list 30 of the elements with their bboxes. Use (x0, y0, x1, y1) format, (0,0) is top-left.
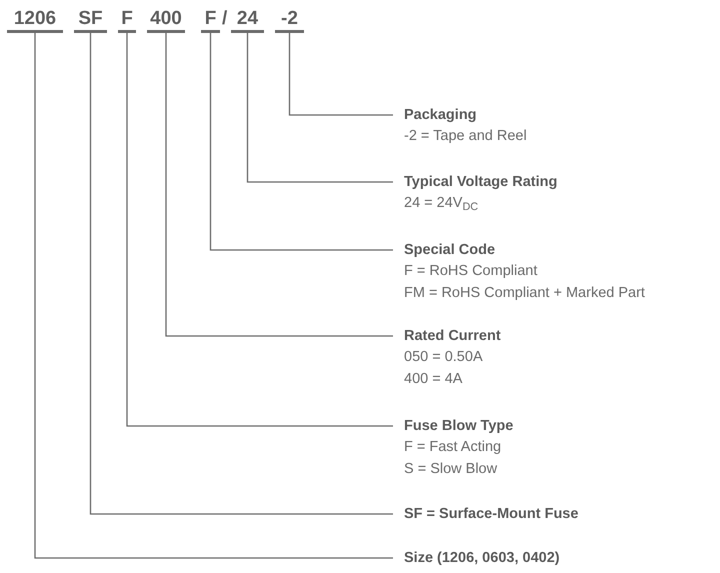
code-meaning: 400 = 4A (404, 370, 464, 389)
code-meaning: F = RoHS Compliant (404, 262, 538, 281)
field-heading: Special Code (404, 241, 496, 260)
field-heading: Packaging (404, 106, 478, 125)
leader-line (90, 33, 393, 515)
code-meaning: 050 = 0.50A (404, 348, 484, 367)
separator-slash: / (222, 8, 228, 30)
field-heading: SF = Surface-Mount Fuse (404, 505, 578, 524)
code-segment: F (118, 8, 136, 33)
code-meaning: -2 = Tape and Reel (404, 127, 527, 146)
code-segment: F (201, 8, 220, 33)
field-heading: Fuse Blow Type (404, 417, 514, 436)
field-heading: Size (1206, 0603, 0402) (404, 549, 560, 568)
field-heading: Typical Voltage Rating (404, 173, 558, 192)
code-segment: -2 (275, 8, 304, 33)
leader-line (246, 33, 393, 183)
leader-line (165, 33, 393, 337)
code-meaning: F = Fast Acting (404, 438, 502, 457)
code-segment: 1206 (7, 8, 63, 33)
code-meaning: 24 = 24V$_{DC}$ (404, 194, 480, 214)
leader-line (288, 33, 393, 116)
leader-line (126, 33, 393, 427)
code-meaning: S = Slow Blow (404, 460, 498, 479)
leader-line (34, 33, 393, 559)
code-segment: 24 (231, 8, 264, 33)
leader-line (210, 33, 393, 251)
field-heading: Rated Current (404, 327, 501, 346)
code-meaning: FM = RoHS Compliant + Marked Part (404, 284, 645, 303)
code-segment: 400 (147, 8, 185, 33)
code-segment: SF (74, 8, 107, 33)
